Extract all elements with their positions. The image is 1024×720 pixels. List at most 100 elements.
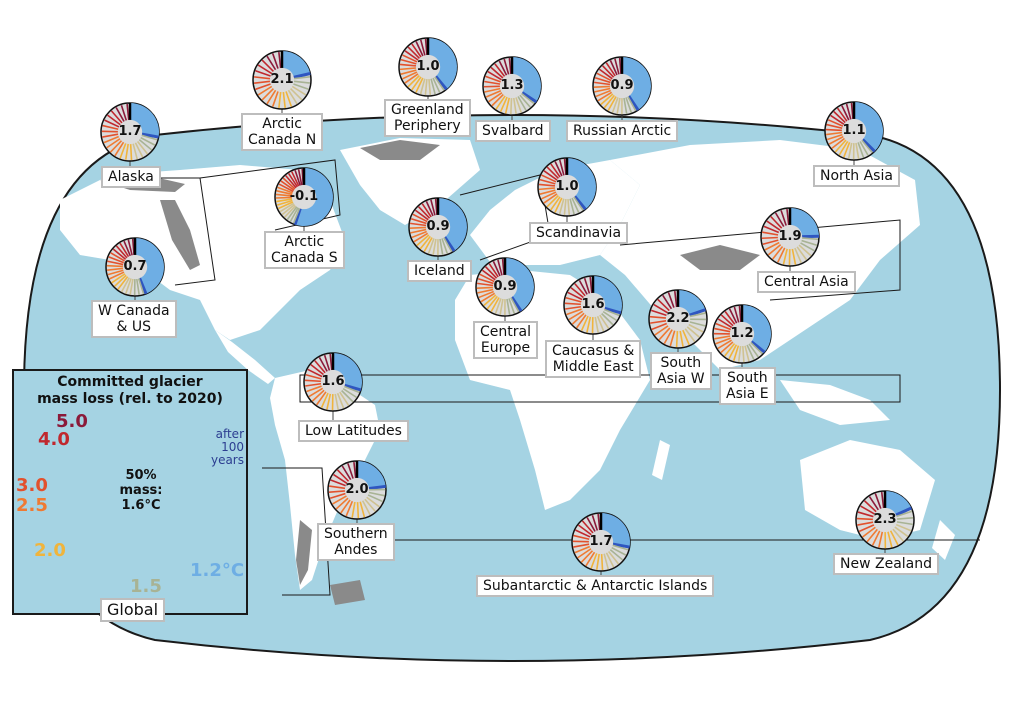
- pie-center: [841, 118, 867, 144]
- region-label: South Asia E: [719, 367, 776, 405]
- region-label: Alaska: [101, 166, 161, 188]
- region-pie-new-zealand: [855, 490, 915, 550]
- region-label: South Asia W: [650, 352, 712, 390]
- region-label: W Canada & US: [91, 300, 177, 338]
- region-label: Arctic Canada N: [241, 113, 324, 151]
- pie-center: [415, 54, 441, 80]
- region-label: Central Europe: [473, 321, 538, 359]
- pie-center: [588, 529, 614, 555]
- glacier-greenland: [360, 140, 440, 160]
- region-value: 2.0: [345, 482, 369, 497]
- region-label: Svalbard: [475, 120, 551, 142]
- legend-box: [12, 369, 248, 615]
- region-value: 0.7: [123, 259, 147, 274]
- region-value: 1.1: [842, 123, 866, 138]
- pie-sector-1-2c: [135, 238, 165, 294]
- region-value: 1.7: [118, 124, 142, 139]
- region-value: 1.2: [730, 326, 754, 341]
- land-greenland: [340, 138, 480, 225]
- pie-center: [122, 254, 148, 280]
- pie-center: [665, 306, 691, 332]
- pie-sector-1-2c: [622, 57, 651, 111]
- region-pie-arctic-canada-n: [252, 50, 312, 110]
- region-pie-southern-andes: [327, 460, 387, 520]
- pie-center: [269, 67, 295, 93]
- region-label: Low Latitudes: [298, 420, 409, 442]
- region-label: New Zealand: [833, 553, 939, 575]
- legend-temp-label: 1.2°C: [190, 560, 245, 581]
- region-pie-scandinavia: [537, 157, 597, 217]
- legend-temp-label: 2.5: [16, 495, 48, 516]
- glacier-regions: [100, 140, 760, 605]
- outline-central-asia: [619, 219, 901, 301]
- region-label: Arctic Canada S: [264, 231, 345, 269]
- region-pie-caucasus--middle-east: [563, 275, 623, 335]
- region-pie-subantarctic--antarctic-islands: [571, 512, 631, 572]
- pie-center: [117, 119, 143, 145]
- region-value: 1.0: [416, 59, 440, 74]
- region-value: 2.2: [666, 311, 690, 326]
- region-label: Caucasus & Middle East: [545, 340, 642, 378]
- pie-center: [729, 321, 755, 347]
- region-value: 2.3: [873, 512, 897, 527]
- legend-temp-label: 3.0: [16, 475, 48, 496]
- legend-temp-label: 5.0: [56, 411, 88, 432]
- glacier-andes: [296, 520, 312, 585]
- pie-center: [320, 369, 346, 395]
- region-label: Central Asia: [757, 271, 856, 293]
- land-central-america: [215, 330, 275, 384]
- region-value: 1.6: [581, 297, 605, 312]
- pie-sector-1-2c: [428, 38, 458, 90]
- pie-center: [425, 214, 451, 240]
- pie-sector-1-2c: [742, 305, 771, 353]
- region-value: 1.9: [778, 229, 802, 244]
- region-value: 1.7: [589, 534, 613, 549]
- region-value: 0.9: [493, 279, 517, 294]
- region-pie-arctic-canada-s: [274, 167, 334, 227]
- region-value: 2.1: [270, 72, 294, 87]
- region-pie-russian-arctic: [592, 56, 652, 116]
- pie-sector-1-2c: [438, 198, 467, 252]
- region-label: North Asia: [813, 165, 900, 187]
- pie-center: [872, 507, 898, 533]
- pie-center: [291, 184, 317, 210]
- region-label: Subantarctic & Antarctic Islands: [476, 575, 715, 597]
- outline-alaska-canada: [160, 177, 216, 286]
- region-label: Greenland Periphery: [384, 99, 471, 137]
- pie-center: [609, 73, 635, 99]
- pie-center: [492, 274, 518, 300]
- region-pie-north-asia: [824, 101, 884, 161]
- legend-temp-label: 2.0: [34, 540, 66, 561]
- region-pie-svalbard: [482, 56, 542, 116]
- land-north-america: [60, 165, 345, 340]
- region-pie-charts: [100, 37, 915, 572]
- region-pie-south-asia-e: [712, 304, 772, 364]
- region-value: 1.0: [555, 179, 579, 194]
- region-value: 1.3: [500, 78, 524, 93]
- glacier-asia: [680, 245, 760, 270]
- region-pie-alaska: [100, 102, 160, 162]
- region-pie-south-asia-w: [648, 289, 708, 349]
- pie-center: [554, 174, 580, 200]
- pie-sector-1-2c: [854, 102, 883, 152]
- legend-global-label: Global: [100, 598, 166, 622]
- region-value: 0.9: [426, 219, 450, 234]
- region-pie-w-canada--us: [105, 237, 165, 297]
- legend-temp-label: 4.0: [38, 429, 70, 450]
- glacier-canada: [160, 200, 200, 270]
- pie-center: [344, 477, 370, 503]
- region-value: 0.9: [610, 78, 634, 93]
- pie-sector-1-2c: [567, 158, 596, 210]
- region-pie-low-latitudes: [303, 352, 363, 412]
- region-pie-central-europe: [475, 257, 535, 317]
- region-pie-greenland-periphery: [398, 37, 458, 97]
- legend-after-text: after 100 years: [210, 427, 244, 467]
- legend-title: Committed glacier mass loss (rel. to 202…: [37, 374, 223, 407]
- region-value: 1.6: [321, 374, 345, 389]
- pie-center: [499, 73, 525, 99]
- region-label: Scandinavia: [529, 222, 629, 244]
- legend-center-text: 50% mass: 1.6°C: [119, 468, 163, 513]
- region-label: Southern Andes: [317, 523, 395, 561]
- land-madagascar: [652, 440, 670, 480]
- legend-temp-label: 1.5: [130, 576, 162, 597]
